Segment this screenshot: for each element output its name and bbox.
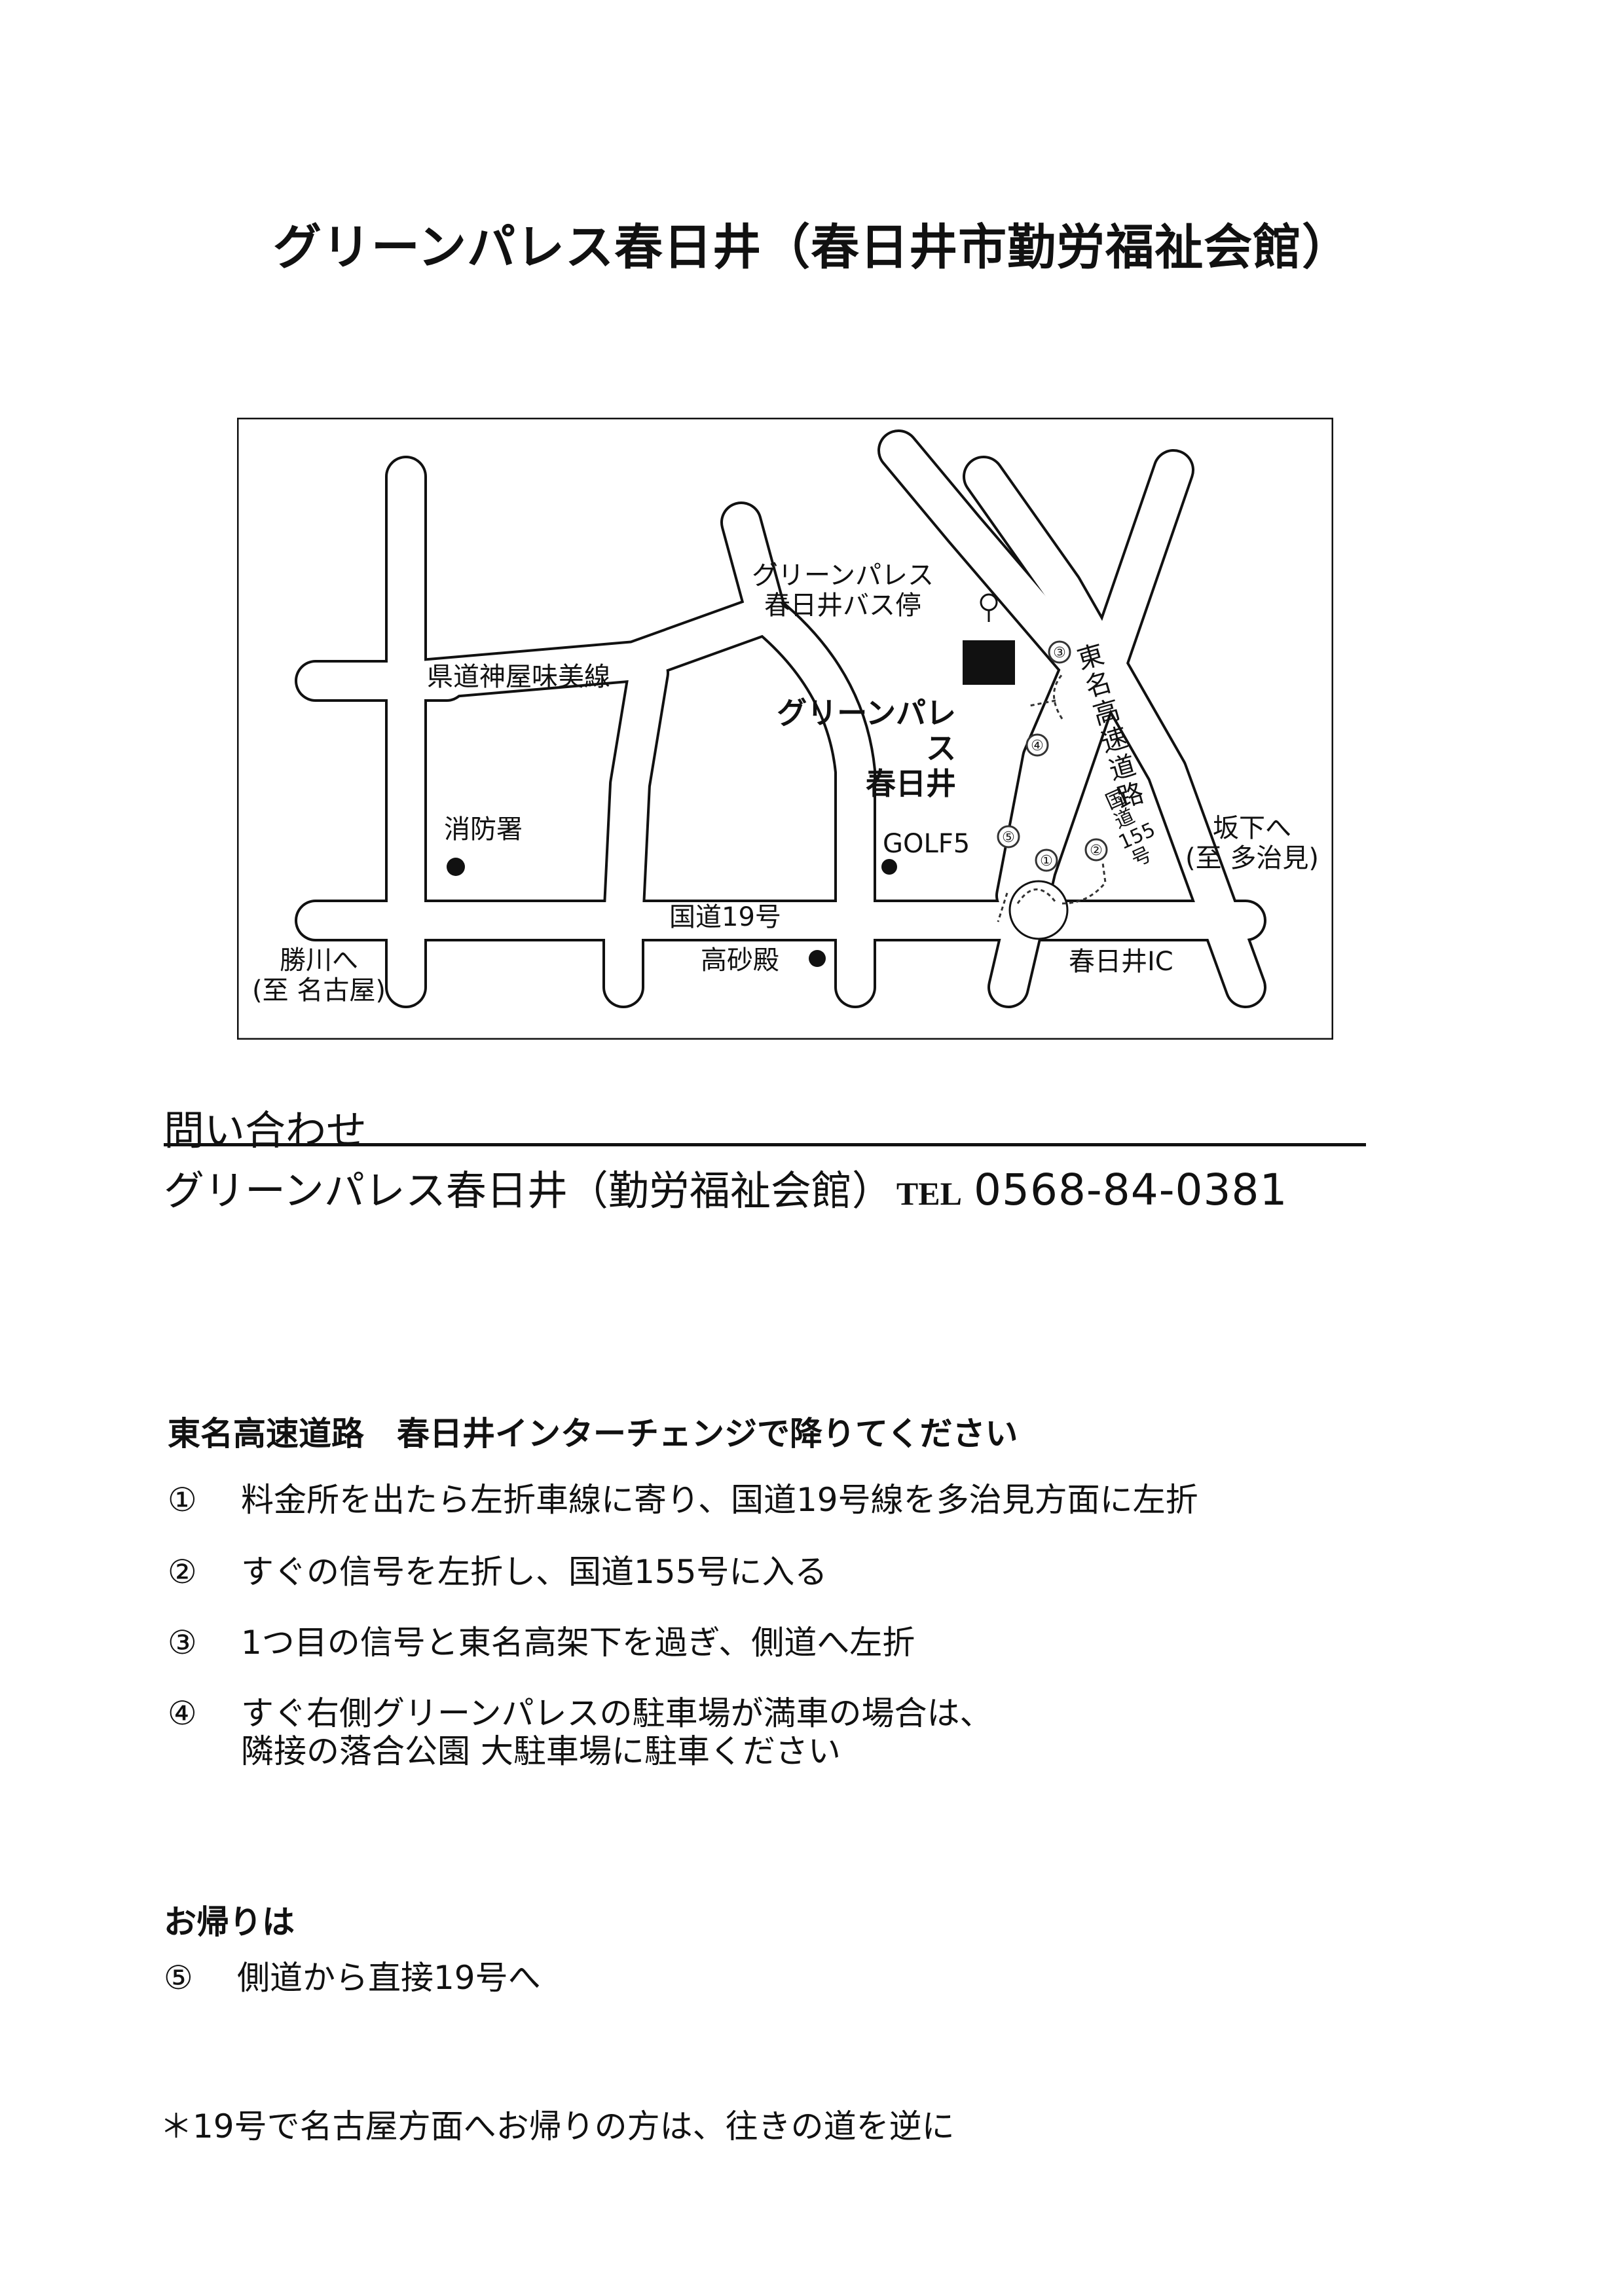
step-text: 側道から直接19号へ [237, 1959, 541, 1997]
road-fills [297, 432, 1264, 1006]
step-number: ② [168, 1553, 197, 1591]
map-drawing: ① ② ③ ④ ⑤ [237, 418, 1333, 1040]
label-fire-station: 消防署 [444, 814, 523, 845]
direction-step: ② すぐの信号を左折し、国道155号に入る [168, 1553, 827, 1591]
golf-dot [881, 859, 897, 875]
label-interchange: 春日井IC [1069, 947, 1173, 977]
label-facility: グリーンパレス 春日井 [777, 695, 956, 801]
step-number: ④ [168, 1694, 197, 1732]
access-map: ① ② ③ ④ ⑤ グリーンパレス 春日井バス停 グリーンパレス 春日井 県道神… [237, 418, 1333, 1040]
step-marker-1: ① [1040, 853, 1053, 869]
direction-step: ④ すぐ右側グリーンパレスの駐車場が満車の場合は、 隣接の落合公園 大駐車場に駐車… [168, 1694, 993, 1770]
step-marker-circles [997, 640, 1108, 872]
facility-marker [963, 640, 1015, 685]
step-marker-2: ② [1090, 843, 1103, 859]
step-marker-4: ④ [1031, 738, 1044, 754]
step-text: すぐ右側グリーンパレスの駐車場が満車の場合は、 隣接の落合公園 大駐車場に駐車く… [241, 1694, 993, 1770]
direction-step: ① 料金所を出たら左折車線に寄り、国道19号線を多治見方面に左折 [168, 1481, 1198, 1519]
label-takasagoden: 高砂殿 [701, 945, 779, 975]
label-bus-stop: グリーンパレス 春日井バス停 [752, 560, 934, 621]
direction-step: ③ 1つ目の信号と東名高架下を過ぎ、側道へ左折 [168, 1624, 915, 1662]
label-route19: 国道19号 [669, 902, 781, 932]
label-pref-road: 県道神屋味美線 [427, 662, 610, 692]
bus-stop-icon [980, 593, 998, 622]
label-golf: GOLF5 [883, 829, 970, 859]
inquiry-heading: 問い合わせ [164, 1106, 367, 1154]
interchange-roundabout [1008, 880, 1069, 940]
route-arrows [997, 672, 1107, 922]
inquiry-contact: グリーンパレス春日井（勤労福祉会館）TEL 0568-84-0381 [164, 1157, 1288, 1216]
step-number: ① [168, 1481, 197, 1519]
step-number: ③ [168, 1624, 197, 1662]
inquiry-name: グリーンパレス春日井（勤労福祉会館） [164, 1167, 893, 1214]
step-marker-3: ③ [1053, 645, 1066, 661]
step-number: ⑤ [164, 1959, 193, 1997]
return-heading: お帰りは [164, 1903, 295, 1941]
step-text: 料金所を出たら左折車線に寄り、国道19号線を多治見方面に左折 [241, 1481, 1198, 1519]
return-step: ⑤ 側道から直接19号へ [164, 1959, 541, 1997]
map-border [237, 418, 1333, 1040]
label-sakashita: 坂下へ (至 多治見) [1185, 813, 1319, 873]
directions-heading: 東名高速道路 春日井インターチェンジで降りてください [168, 1415, 1018, 1453]
tel-label: TEL [896, 1175, 962, 1212]
label-katsugawa: 勝川へ (至 名古屋) [252, 945, 386, 1006]
step-text: すぐの信号を左折し、国道155号に入る [241, 1553, 828, 1591]
step-marker-5: ⑤ [1002, 829, 1015, 846]
return-note: ＊19号で名古屋方面へお帰りの方は、往きの道を逆に [160, 2107, 955, 2145]
takasagoden-dot [809, 950, 826, 967]
page-title: グリーンパレス春日井（春日井市勤労福祉会館） [272, 219, 1352, 276]
step-text: 1つ目の信号と東名高架下を過ぎ、側道へ左折 [241, 1624, 915, 1662]
fire-station-dot [447, 858, 465, 876]
inquiry-divider [164, 1143, 1366, 1146]
phone-number: 0568-84-0381 [973, 1165, 1288, 1215]
